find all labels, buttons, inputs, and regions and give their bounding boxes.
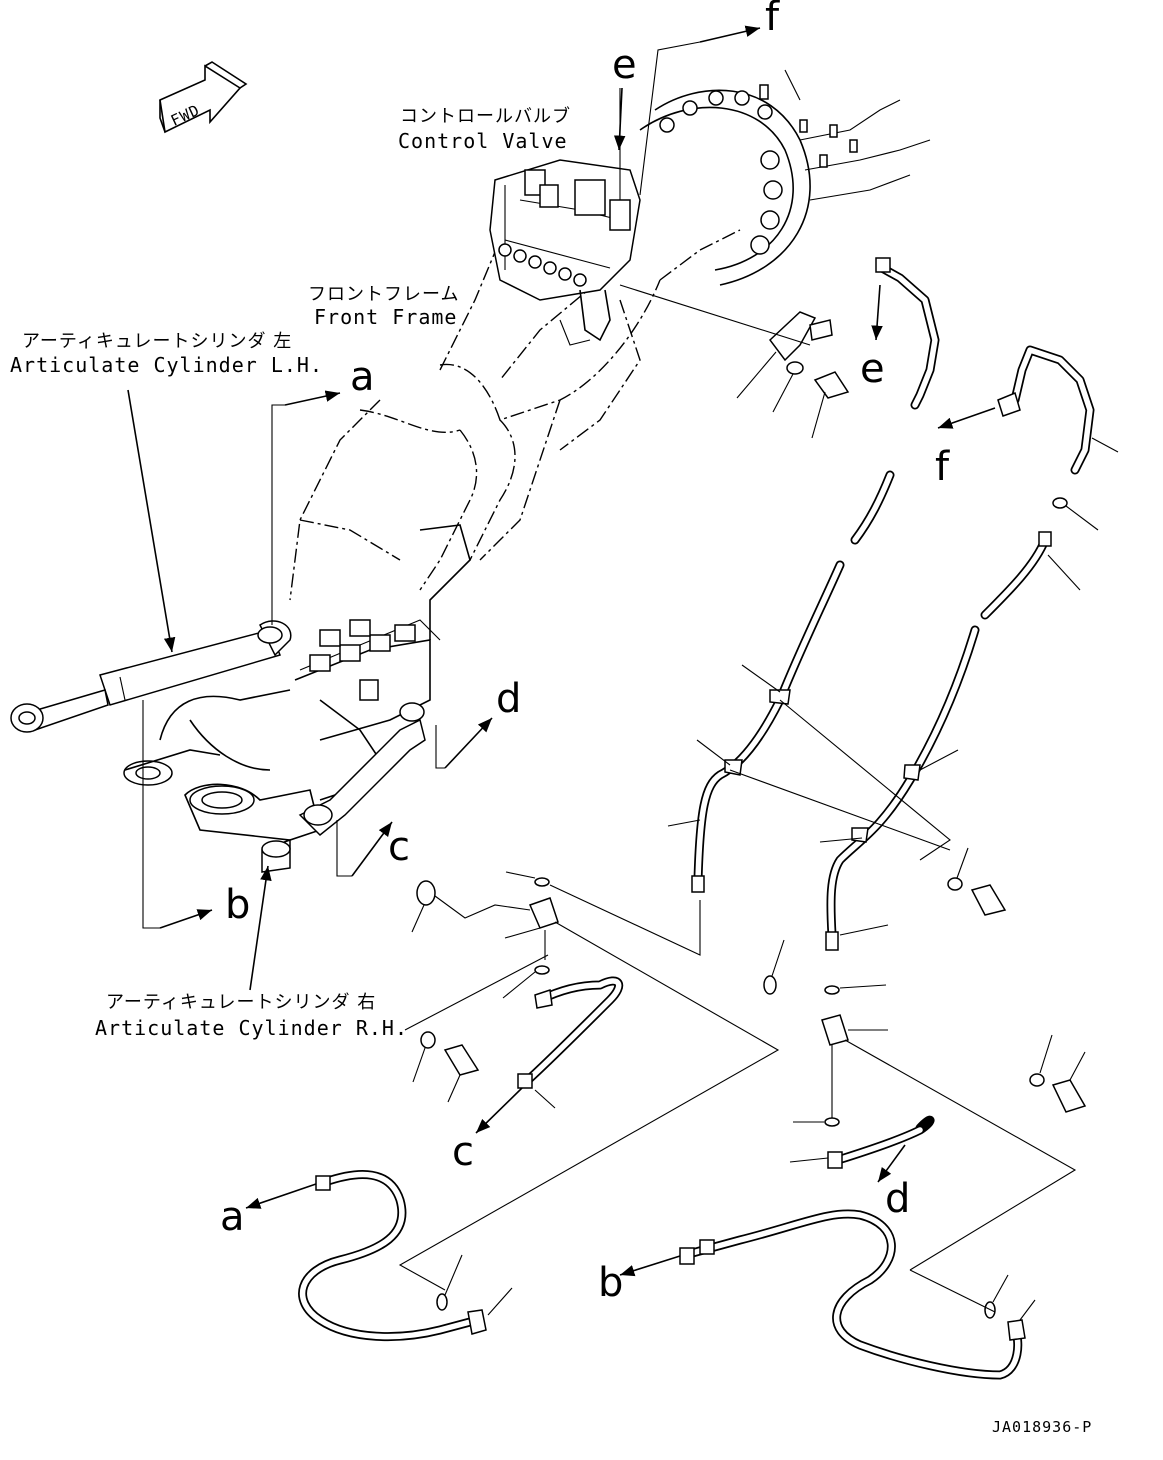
label-cyl-lh-jp: アーティキュレートシリンダ 左	[22, 331, 292, 352]
control-valve	[489, 159, 641, 346]
callout-d-bottom: d	[885, 1176, 910, 1222]
callout-e-right: e	[860, 346, 885, 392]
leader-cyl-rh	[249, 865, 272, 991]
callout-arrows	[142, 25, 761, 929]
label-front-frame-jp: フロントフレーム	[308, 284, 459, 305]
hitch-body	[123, 524, 471, 873]
drawing-code: JA018936-P	[992, 1418, 1092, 1436]
callout-f-right: f	[935, 444, 950, 490]
tee-block-left	[398, 871, 780, 1291]
callout-a-bottom: a	[220, 1194, 245, 1240]
callout-c-bottom: c	[452, 1129, 474, 1175]
articulate-cylinder-lh	[10, 620, 292, 733]
label-front-frame-en: Front Frame	[314, 305, 457, 329]
bracket-plate	[619, 284, 850, 439]
label-control-valve-jp: コントロールバルブ	[400, 105, 571, 127]
frame-ring	[639, 69, 931, 286]
callout-f-top: f	[765, 0, 780, 40]
fwd-label: FWD	[168, 101, 203, 130]
hose-a	[245, 1170, 513, 1342]
leader-cyl-lh	[127, 389, 176, 653]
hose-c	[475, 976, 624, 1134]
hose-b	[619, 1209, 1036, 1380]
hose-center-2	[825, 531, 1052, 951]
hose-leaders	[667, 554, 1081, 936]
front-frame	[289, 229, 741, 601]
hose-center-1	[691, 470, 895, 893]
callout-e-top: e	[612, 42, 637, 88]
bolt-set-right	[763, 847, 1087, 1113]
label-control-valve-en: Control Valve	[398, 129, 568, 153]
callout-b-bottom: b	[598, 1260, 623, 1306]
tube-f	[937, 345, 1119, 531]
tube-e	[871, 257, 940, 410]
label-cyl-lh-en: Articulate Cylinder L.H.	[10, 353, 323, 377]
callout-b-top: b	[225, 882, 250, 928]
label-cyl-rh-jp: アーティキュレートシリンダ 右	[106, 992, 376, 1013]
callout-d-top: d	[496, 676, 521, 722]
callout-c-top: c	[388, 824, 410, 870]
fwd-arrow-icon: FWD	[159, 61, 248, 134]
tee-block-right	[789, 984, 1077, 1271]
label-cyl-rh-en: Articulate Cylinder R.H.	[95, 1016, 408, 1040]
callout-a-top: a	[350, 354, 375, 400]
